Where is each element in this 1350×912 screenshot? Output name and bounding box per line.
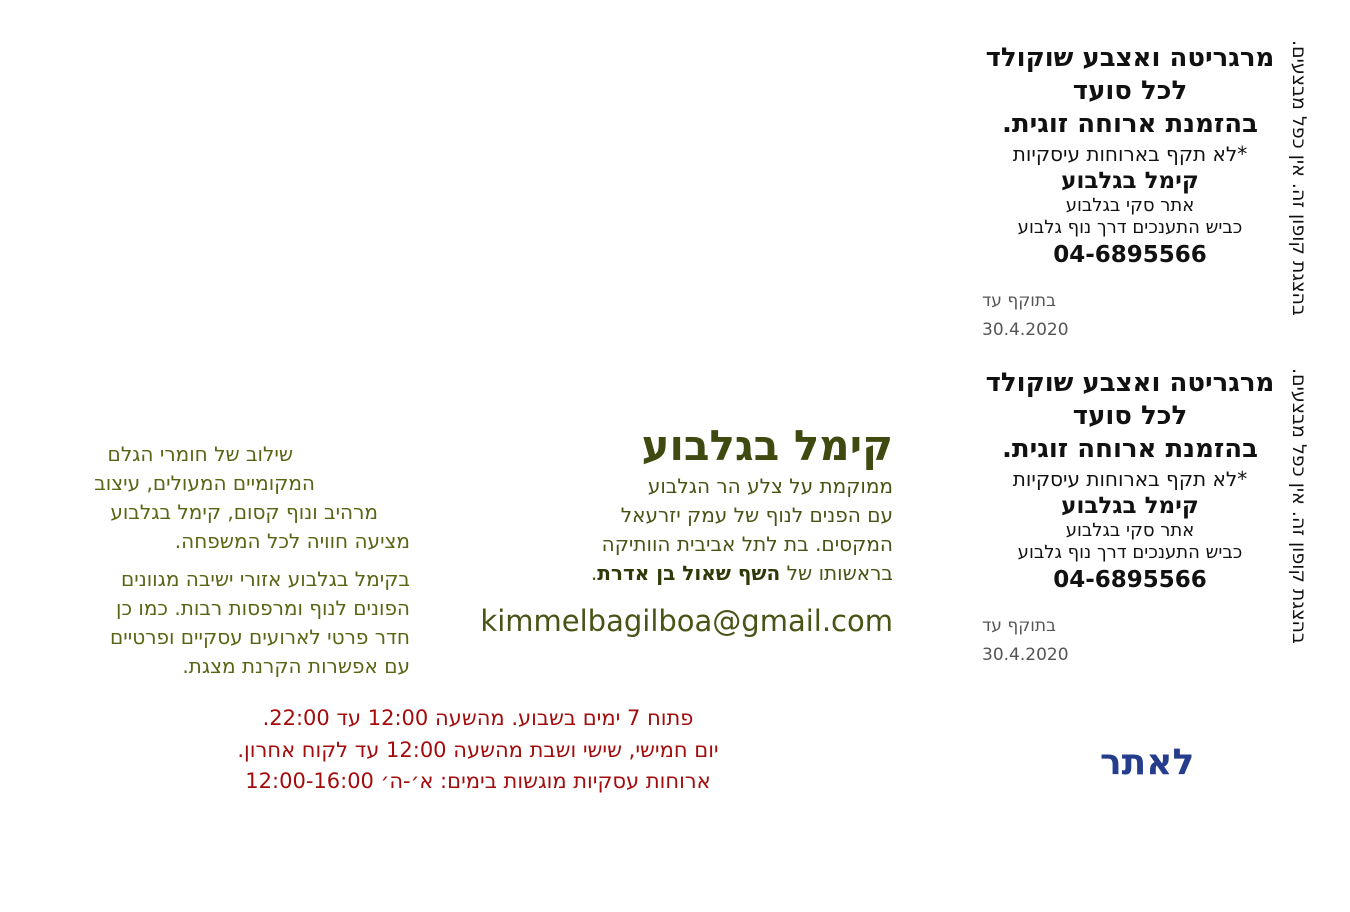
coupon-1: מרגריטה ואצבע שוקולד לכל סועד בהזמנת ארו… — [975, 42, 1285, 345]
coupon-headline: בהזמנת ארוחה זוגית. — [1001, 109, 1259, 139]
description-line: עם אפשרות הקרנת מצגת. — [182, 654, 410, 678]
coupon-headline: לכל סועד — [1072, 76, 1188, 106]
description-line: חדר פרטי לארועים עסקיים ופרטיים — [110, 625, 410, 649]
coupon-restaurant-name: קימל בגלבוע — [1061, 493, 1199, 519]
description-line: הפונים לנוף ומרפסות רבות. כמו כן — [116, 596, 410, 620]
description-line: בקימל בגלבוע אזורי ישיבה מגוונים — [120, 567, 410, 591]
coupon-note: *לא תקף בארוחות עיסקיות — [1012, 467, 1248, 491]
description-line: מרהיב ונוף קסום, קימל בגלבוע — [110, 500, 378, 524]
hours-line: פתוח 7 ימים בשבוע. מהשעה 12:00 עד 22:00. — [262, 706, 694, 730]
about-line: עם הפנים לנוף של עמק יזרעאל — [620, 503, 893, 527]
coupon-valid-label: בתוקף עד — [982, 616, 1056, 636]
coupon-address: כביש התענכים דרך נוף גלבוע — [1017, 217, 1243, 238]
coupon-address: אתר סקי בגלבוע — [1065, 195, 1195, 216]
coupon-phone: 04-6895566 — [1053, 567, 1207, 593]
coupon-side-text: בהצגת קופון זה. אין כפל מבצעים. — [1288, 368, 1310, 644]
coupon-restaurant-name: קימל בגלבוע — [1061, 168, 1199, 194]
about-section: קימל בגלבוע ממוקמת על צלע הר הגלבוע עם ה… — [453, 420, 893, 638]
coupon-address: אתר סקי בגלבוע — [1065, 520, 1195, 541]
coupon-note: *לא תקף בארוחות עיסקיות — [1012, 142, 1248, 166]
about-line: המקסים. בת לתל אביבית הוותיקה — [601, 532, 893, 556]
restaurant-title: קימל בגלבוע — [641, 421, 893, 470]
description-line: שילוב של חומרי הגלם — [107, 442, 293, 466]
coupon-headline: לכל סועד — [1072, 401, 1188, 431]
coupon-valid-label: בתוקף עד — [982, 291, 1056, 311]
description-line: מציעה חוויה לכל המשפחה. — [174, 529, 410, 553]
hours-line: יום חמישי, שישי ושבת מהשעה 12:00 עד לקוח… — [237, 737, 719, 762]
coupon-phone: 04-6895566 — [1053, 242, 1207, 268]
coupon-headline: בהזמנת ארוחה זוגית. — [1001, 434, 1259, 464]
about-suffix: . — [590, 561, 598, 585]
email-link[interactable]: kimmelbagilboa@gmail.com — [480, 604, 893, 638]
coupon-address: כביש התענכים דרך נוף גלבוע — [1017, 542, 1243, 563]
chef-name: השף שאול בן אדרת — [597, 561, 781, 585]
about-line: בראשותו של השף שאול בן אדרת. — [453, 559, 893, 588]
hours-line: ארוחות עסקיות מוגשות בימים: א׳-ה׳ 12:00-… — [245, 769, 711, 793]
coupon-2: מרגריטה ואצבע שוקולד לכל סועד בהזמנת ארו… — [975, 367, 1285, 670]
coupon-side-text: בהצגת קופון זה. אין כפל מבצעים. — [1288, 40, 1310, 316]
coupon-valid-date: 30.4.2020 — [982, 320, 1069, 340]
about-prefix: בראשותו של — [780, 561, 893, 585]
coupon-valid-date: 30.4.2020 — [982, 645, 1069, 665]
description: שילוב של חומרי הגלם המקומיים המעולים, עי… — [30, 440, 410, 681]
about-line: ממוקמת על צלע הר הגלבוע — [647, 474, 893, 498]
site-link[interactable]: לאתר — [1100, 742, 1195, 783]
description-line: המקומיים המעולים, עיצוב — [94, 471, 315, 495]
coupon-headline: מרגריטה ואצבע שוקולד — [985, 368, 1275, 398]
coupon-headline: מרגריטה ואצבע שוקולד — [985, 43, 1275, 73]
opening-hours: פתוח 7 ימים בשבוע. מהשעה 12:00 עד 22:00.… — [120, 703, 836, 798]
